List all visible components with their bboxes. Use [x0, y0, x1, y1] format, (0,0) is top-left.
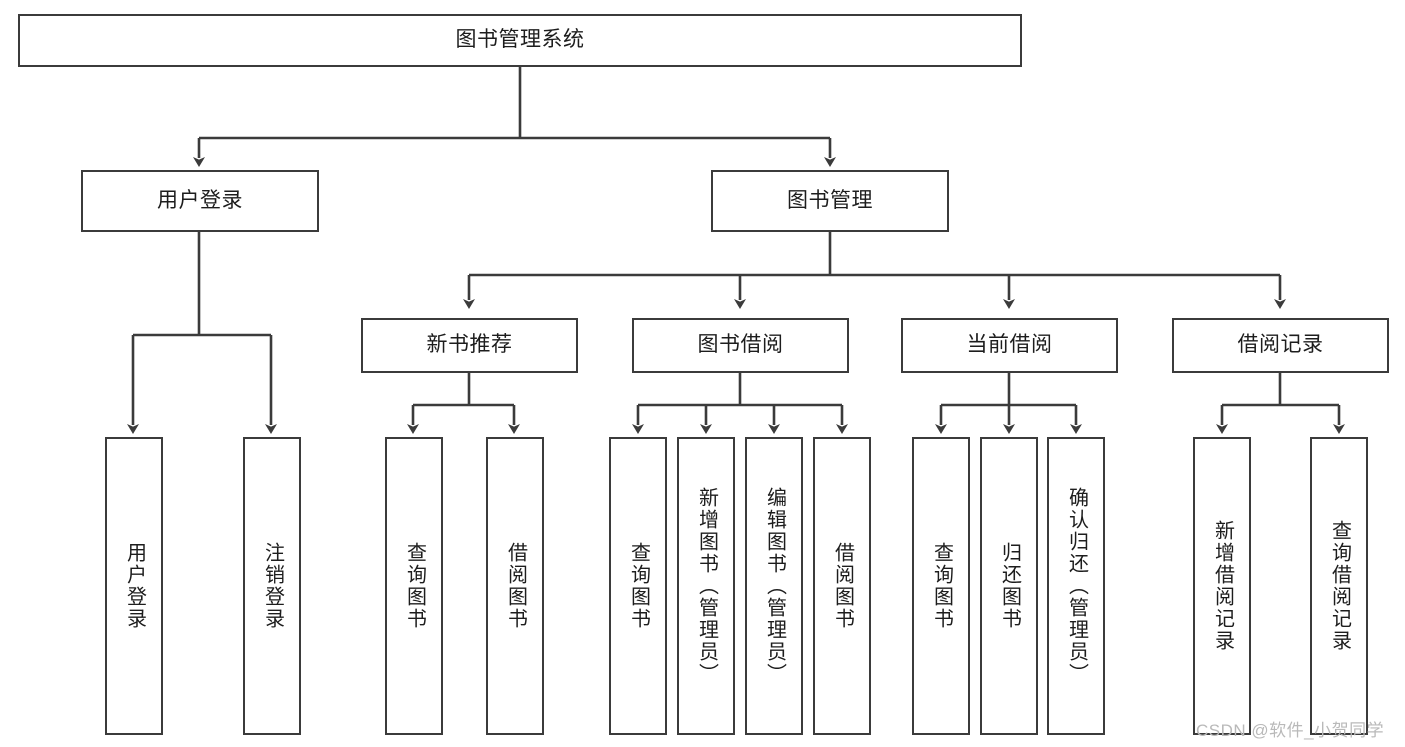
leaf-query-book-2[interactable]: 查询图书	[609, 437, 667, 735]
node-borrow-record[interactable]: 借阅记录	[1172, 318, 1389, 373]
leaf-query-book-1-label: 查询图书	[403, 542, 426, 630]
node-user-login-label: 用户登录	[157, 188, 243, 212]
leaf-query-book-3-label: 查询图书	[930, 542, 953, 630]
leaf-logout[interactable]: 注销登录	[243, 437, 301, 735]
leaf-query-book-3[interactable]: 查询图书	[912, 437, 970, 735]
leaf-borrow-book-2[interactable]: 借阅图书	[813, 437, 871, 735]
leaf-query-record-label: 查询借阅记录	[1328, 520, 1351, 652]
leaf-query-book-2-label: 查询图书	[627, 542, 650, 630]
leaf-add-record-label: 新增借阅记录	[1211, 520, 1234, 652]
node-new-book-recommend[interactable]: 新书推荐	[361, 318, 578, 373]
leaf-confirm-return-label: 确认归还（管理员）	[1065, 487, 1088, 685]
leaf-logout-label: 注销登录	[261, 542, 284, 630]
leaf-borrow-book-2-label: 借阅图书	[831, 542, 854, 630]
node-current-borrow-label: 当前借阅	[966, 333, 1053, 357]
leaf-borrow-book-1[interactable]: 借阅图书	[486, 437, 544, 735]
node-current-borrow[interactable]: 当前借阅	[901, 318, 1118, 373]
leaf-add-book[interactable]: 新增图书（管理员）	[677, 437, 735, 735]
node-book-borrow-label: 图书借阅	[697, 333, 784, 357]
leaf-borrow-book-1-label: 借阅图书	[504, 542, 527, 630]
leaf-edit-book[interactable]: 编辑图书（管理员）	[745, 437, 803, 735]
leaf-confirm-return[interactable]: 确认归还（管理员）	[1047, 437, 1105, 735]
node-root-label: 图书管理系统	[455, 28, 585, 52]
leaf-return-book[interactable]: 归还图书	[980, 437, 1038, 735]
leaf-user-login-label: 用户登录	[123, 542, 146, 630]
leaf-query-record[interactable]: 查询借阅记录	[1310, 437, 1368, 735]
leaf-edit-book-label: 编辑图书（管理员）	[763, 487, 786, 685]
leaf-user-login[interactable]: 用户登录	[105, 437, 163, 735]
node-book-manage-label: 图书管理	[787, 188, 873, 212]
node-root[interactable]: 图书管理系统	[18, 14, 1022, 67]
node-user-login[interactable]: 用户登录	[81, 170, 319, 232]
leaf-add-record[interactable]: 新增借阅记录	[1193, 437, 1251, 735]
node-book-borrow[interactable]: 图书借阅	[632, 318, 849, 373]
leaf-return-book-label: 归还图书	[998, 542, 1021, 630]
node-borrow-record-label: 借阅记录	[1237, 333, 1324, 357]
node-book-manage[interactable]: 图书管理	[711, 170, 949, 232]
leaf-add-book-label: 新增图书（管理员）	[695, 487, 718, 685]
leaf-query-book-1[interactable]: 查询图书	[385, 437, 443, 735]
node-new-book-recommend-label: 新书推荐	[426, 333, 513, 357]
